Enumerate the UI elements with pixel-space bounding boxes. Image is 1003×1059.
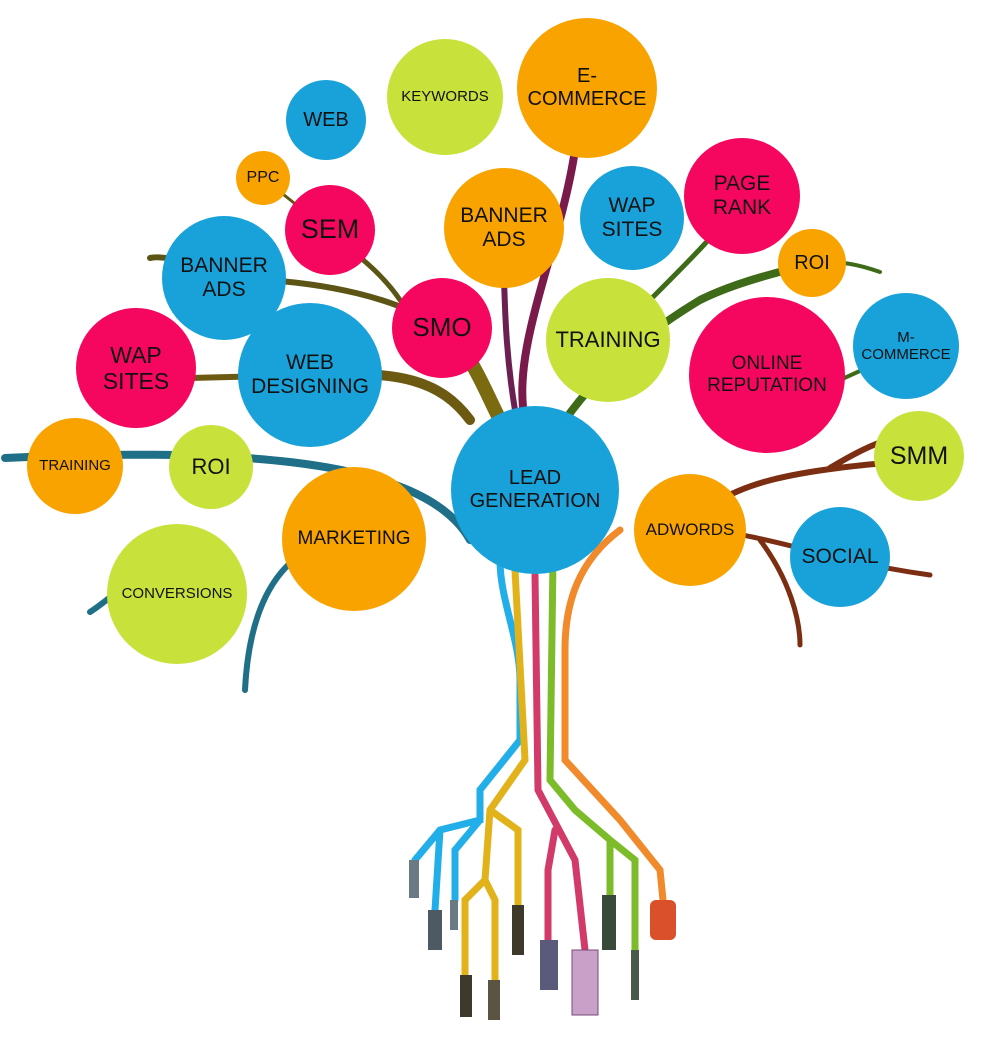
node-smm: SMM	[874, 411, 964, 501]
branch-banner-mid	[501, 277, 518, 413]
node-banner-ads-left: BANNER ADS	[162, 216, 286, 340]
node-web: WEB	[286, 80, 366, 160]
node-smo: SMO	[392, 278, 492, 378]
node-roi-left: ROI	[169, 425, 253, 509]
root-green	[546, 556, 639, 954]
node-wap-sites-left: WAP SITES	[76, 308, 196, 428]
vga-plug-icon	[571, 949, 599, 1016]
node-marketing: MARKETING	[282, 467, 426, 611]
node-social: SOCIAL	[790, 507, 890, 607]
node-online-reputation: ONLINE REPUTATION	[689, 297, 845, 453]
node-roi-right: ROI	[778, 229, 846, 297]
root-pink	[531, 571, 589, 954]
usb-plug-icon	[512, 905, 524, 955]
node-conversions: CONVERSIONS	[107, 524, 247, 664]
node-training-left: TRAINING	[27, 418, 123, 514]
audio-jack-icon	[631, 950, 639, 1000]
node-keywords: KEYWORDS	[387, 39, 503, 155]
connector-plugs	[409, 860, 676, 1020]
usb-plug-icon	[409, 860, 419, 898]
node-m-commerce: M- COMMERCE	[853, 293, 959, 399]
root-blue	[411, 556, 524, 914]
power-plug-icon	[650, 900, 676, 940]
usb-plug-icon	[428, 910, 442, 950]
node-sem: SEM	[285, 185, 375, 275]
node-training-mid: TRAINING	[546, 278, 670, 402]
node-banner-ads-mid: BANNER ADS	[444, 168, 564, 288]
node-web-designing: WEB DESIGNING	[238, 303, 382, 447]
root-orange	[561, 526, 667, 904]
node-adwords: ADWORDS	[634, 474, 746, 586]
node-e-commerce: E- COMMERCE	[517, 18, 657, 158]
node-ppc: PPC	[236, 151, 290, 205]
branch-ecommerce	[518, 146, 579, 424]
node-lead-generation: LEAD GENERATION	[451, 406, 619, 574]
ethernet-plug-icon	[540, 940, 558, 990]
hdmi-plug-icon	[460, 975, 472, 1017]
audio-jack-icon	[450, 900, 458, 930]
usb-plug-icon	[602, 895, 616, 950]
node-page-rank: PAGE RANK	[684, 138, 800, 254]
cable-plug-icon	[488, 980, 500, 1020]
node-wap-sites-top: WAP SITES	[580, 166, 684, 270]
root-yellow	[461, 566, 529, 984]
